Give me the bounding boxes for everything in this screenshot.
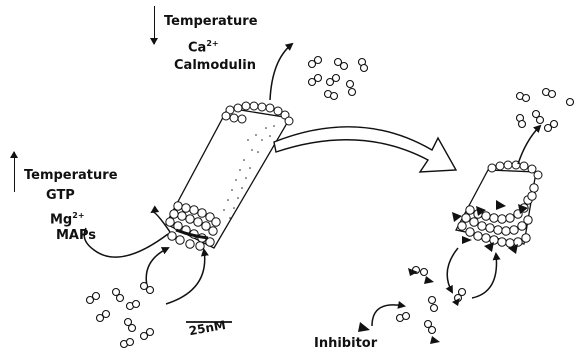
pol-condition-magnesium-charge: 2+ [72, 211, 84, 220]
microtubule-left [166, 102, 293, 250]
pol-condition-temperature: Temperature [24, 168, 118, 183]
depol-condition-calcium: Ca2+ [188, 36, 219, 55]
depol-condition-calcium-charge: 2+ [206, 39, 218, 48]
depol-condition-temperature: Temperature [164, 14, 258, 29]
decrease-arrow-icon [154, 6, 155, 44]
depol-condition-calcium-base: Ca [188, 40, 206, 55]
pol-condition-magnesium-base: Mg [50, 212, 72, 227]
microtubule-right [452, 161, 542, 254]
transition-arrow-icon [274, 127, 456, 172]
depol-condition-calmodulin: Calmodulin [174, 58, 256, 73]
pol-condition-gtp: GTP [46, 188, 75, 203]
increase-arrow-icon [14, 152, 15, 192]
scale-bar-label: 25nM [188, 318, 227, 338]
inhibitor-wedge-icon [358, 268, 460, 344]
curved-arrows [84, 44, 540, 326]
inhibitor-label: Inhibitor [314, 336, 377, 351]
pol-condition-maps: MAPs [56, 228, 96, 243]
pol-condition-magnesium: Mg2+ [50, 208, 85, 227]
